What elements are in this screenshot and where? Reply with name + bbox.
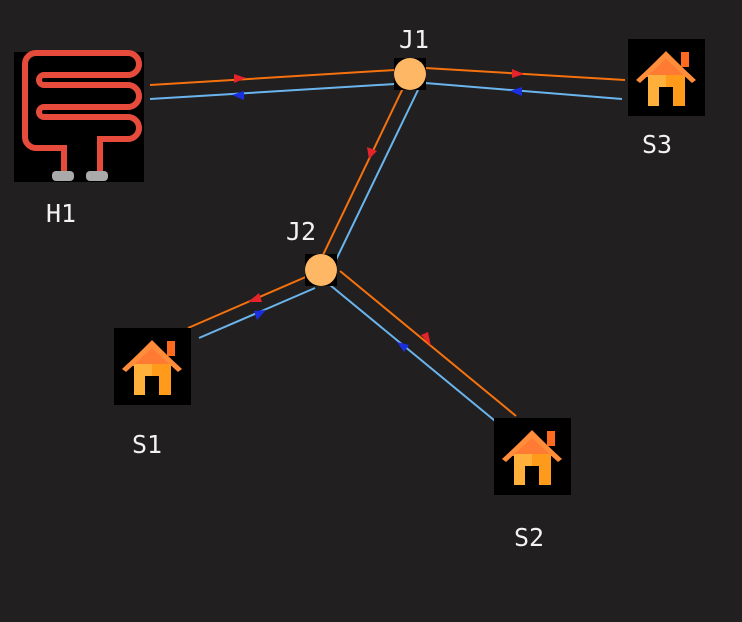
supply-pipe (149, 69, 396, 86)
supply-pipe (321, 85, 405, 258)
return-pipe (329, 284, 501, 426)
return-arrow (510, 87, 522, 96)
node-label-s1: S1 (132, 430, 163, 459)
junction-j2 (305, 254, 337, 286)
heater-icon (14, 50, 144, 182)
junction-j1 (394, 58, 426, 90)
node-label-s2: S2 (514, 523, 545, 552)
return-arrow (232, 91, 244, 100)
node-label-h1: H1 (46, 199, 77, 228)
house-icon (628, 39, 705, 116)
edge-j2-s2 (329, 270, 517, 426)
supply-pipe (424, 67, 626, 81)
edge-j2-s1 (187, 275, 316, 339)
return-pipe (424, 82, 623, 100)
supply-arrow (512, 69, 524, 78)
house-icon (114, 328, 191, 405)
node-label-j1: J1 (399, 25, 430, 54)
node-label-s3: S3 (642, 130, 673, 159)
return-arrow (397, 342, 409, 352)
return-pipe (333, 89, 419, 265)
supply-arrow (234, 74, 246, 83)
supply-arrow (248, 293, 262, 302)
house-icon (494, 418, 571, 495)
supply-arrow (367, 147, 377, 159)
node-label-j2: J2 (286, 217, 317, 246)
return-pipe (149, 83, 396, 100)
return-arrow (254, 310, 266, 320)
supply-arrow (421, 332, 431, 346)
edge-j1-j2 (321, 85, 419, 265)
edge-h1-j1 (149, 69, 396, 100)
edge-j1-s3 (424, 67, 626, 100)
supply-pipe (339, 270, 517, 417)
